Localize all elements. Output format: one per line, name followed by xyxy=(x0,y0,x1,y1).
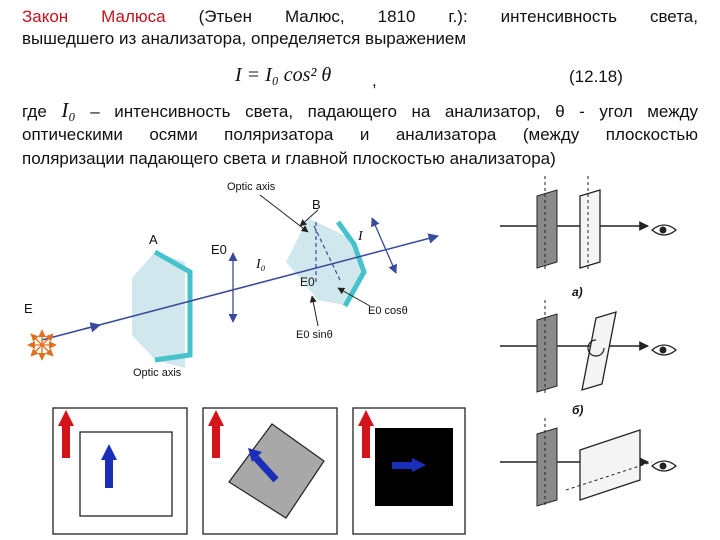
label-i: I xyxy=(357,229,364,244)
analyzer-b-edge xyxy=(335,220,367,308)
where-word: где xyxy=(22,102,47,121)
plate-1-bottom xyxy=(536,427,558,507)
cos-pointer xyxy=(337,287,371,307)
optic-axis-pointer xyxy=(259,194,309,233)
label-i0: I₀ xyxy=(255,257,266,272)
plate-1-top xyxy=(536,189,558,269)
label-e0-left: E0 xyxy=(211,242,227,257)
red-arrow-3 xyxy=(358,410,374,458)
title-line-1-rest: (Этьен Малюс, 1810 г.): интенсивность св… xyxy=(198,7,698,26)
analyzer-dashed-axis xyxy=(313,225,341,281)
square-panel-3 xyxy=(352,407,466,535)
gray-rotated-square xyxy=(228,423,325,519)
sin-pointer xyxy=(309,295,319,327)
blue-arrow-3 xyxy=(392,458,426,472)
plate-2-bottom xyxy=(579,429,641,501)
label-e0-mid: E0 xyxy=(300,275,315,289)
scheme-top xyxy=(500,176,678,270)
caption-b: б) xyxy=(572,403,583,417)
red-arrow-1 xyxy=(58,410,74,458)
analyzer-b xyxy=(286,218,364,305)
equation-number: (12.18) xyxy=(569,67,623,86)
label-b: B xyxy=(312,197,321,212)
polarizer-diagram: Optic axis B A E0 I₀ I E0 E E0 cosθ E0 s… xyxy=(24,181,440,379)
plate-2-top xyxy=(579,189,601,269)
malus-law-title: Закон Малюса xyxy=(22,7,166,26)
formula-comma: , xyxy=(372,71,377,90)
i-vector-b xyxy=(371,217,397,274)
caption-a: а) xyxy=(572,285,583,299)
square-panel-1 xyxy=(52,407,188,535)
i0-symbol: I₀ xyxy=(61,98,76,122)
scheme-middle xyxy=(500,300,678,396)
eye-icon-bottom xyxy=(650,460,678,472)
blue-arrow-1 xyxy=(101,444,117,488)
b-pointer xyxy=(299,209,319,227)
plate-1-middle xyxy=(536,313,558,393)
paragraph-line-3: поляризации падающего света и главной пл… xyxy=(22,149,556,168)
light-ray xyxy=(41,233,440,341)
ray-arrow-marker xyxy=(83,322,102,333)
title-line-2: вышедшего из анализатора, определяется в… xyxy=(22,29,467,48)
paragraph-line-2: оптическими осями поляризатора и анализа… xyxy=(22,125,698,144)
optic-axis-bottom-label: Optic axis xyxy=(133,367,182,379)
blue-arrow-2 xyxy=(248,448,279,483)
optic-axis-top-label: Optic axis xyxy=(227,181,276,193)
title-line-1: Закон Малюса (Этьен Малюс, 1810 г.): инт… xyxy=(22,6,698,27)
label-a: A xyxy=(149,232,158,247)
label-e: E xyxy=(24,301,33,316)
malus-formula: I = I₀ cos² θ xyxy=(235,64,332,86)
paragraph-line-1: где I₀ – интенсивность света, падающего … xyxy=(22,100,698,122)
inner-square-1 xyxy=(79,431,173,517)
plate-2-middle xyxy=(581,311,617,391)
polarizer-a-edge xyxy=(153,249,193,363)
red-arrow-2 xyxy=(208,410,224,458)
scheme-bottom xyxy=(500,418,678,508)
eye-icon-middle xyxy=(650,344,678,356)
square-panel-2 xyxy=(202,407,338,535)
label-e0-cos: E0 cosθ xyxy=(368,305,408,317)
e-field-star xyxy=(27,329,57,361)
paragraph-line-1-rest: – интенсивность света, падающего на анал… xyxy=(90,102,698,121)
label-e0-sin: E0 sinθ xyxy=(296,329,333,341)
eye-icon-top xyxy=(650,224,678,236)
